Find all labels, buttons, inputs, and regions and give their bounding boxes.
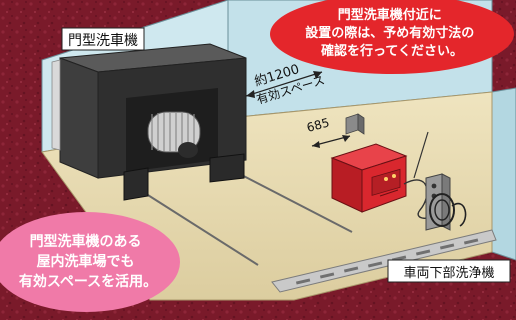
gate-washer-label-box: 門型洗車機: [61, 27, 145, 51]
gate-washer-label: 門型洗車機: [68, 32, 138, 49]
red-callout-line-1: 門型洗車機付近に: [338, 7, 442, 23]
pink-callout-line-2: 屋内洗車場でも: [37, 253, 135, 270]
red-callout-line-2: 設置の際は、予め有効寸法の: [305, 25, 474, 41]
undercarriage-washer-unit: [425, 173, 467, 231]
pink-callout-line-3: 有効スペースを活用。: [19, 273, 157, 290]
svg-text:門型洗車機付近に 設置の際は、予め有効寸法の: 門型洗車機付近に 設置の際は、予め有効寸法の 確認を行ってください。: [305, 7, 479, 59]
control-box: [330, 143, 408, 213]
red-callout: 門型洗車機付近に 設置の際は、予め有効寸法の 確認を行ってください。: [270, 0, 514, 74]
wall-switch-box: [345, 113, 365, 135]
side-wall-right: [491, 87, 516, 261]
floor-rail-1: [139, 189, 259, 266]
gate-car-washer: [51, 43, 247, 201]
floor-rail-2: [231, 169, 353, 233]
svg-text:門型洗車機のある 屋内洗車場でも 有: 門型洗車機のある 屋内洗車場でも 有効スペースを活用。: [19, 233, 157, 290]
dim-685-label: 685: [305, 115, 331, 134]
dimension-1200: [245, 71, 323, 98]
undercarriage-label-box: 車両下部洗浄機: [387, 259, 511, 283]
pink-callout-line-1: 門型洗車機のある: [30, 233, 142, 250]
cable: [413, 131, 429, 179]
dimension-685: [311, 135, 351, 148]
undercarriage-washer-label: 車両下部洗浄機: [403, 266, 494, 281]
pink-callout: 門型洗車機のある 屋内洗車場でも 有効スペースを活用。: [0, 212, 180, 312]
drain-slots: [295, 238, 479, 285]
red-callout-line-3: 確認を行ってください。: [321, 43, 463, 59]
